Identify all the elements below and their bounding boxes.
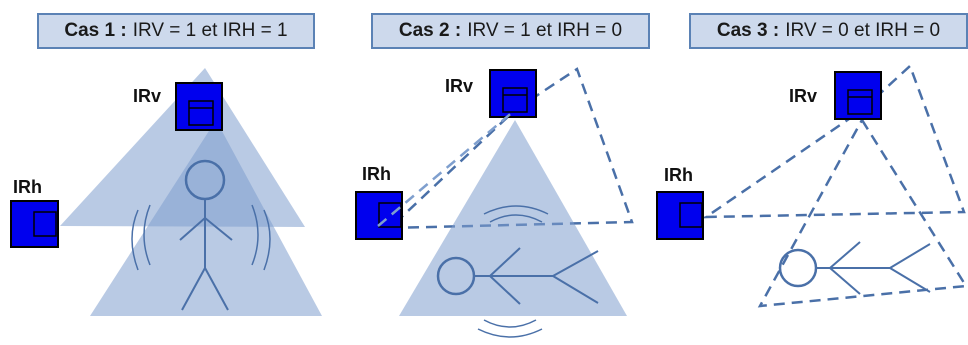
case-1-scene bbox=[10, 68, 322, 316]
case-2-title-bold: Cas 2 : bbox=[398, 20, 462, 41]
case-2-title: Cas 2 : IRV = 1 et IRH = 0 bbox=[371, 13, 650, 49]
case-1-irh-label: IRh bbox=[13, 177, 42, 197]
case-3-title-text: IRV = 0 et IRH = 0 bbox=[785, 20, 941, 41]
case-1-person-icon bbox=[179, 159, 233, 311]
case-3-vertical-beam-outline bbox=[701, 63, 966, 219]
case-3-irh-label: IRh bbox=[664, 165, 693, 185]
case-2-vertical-beam-outline bbox=[386, 67, 634, 230]
case-2-title-text: IRV = 1 et IRH = 0 bbox=[467, 20, 623, 41]
case-1-title-text: IRV = 1 et IRH = 1 bbox=[132, 20, 288, 41]
case-1-irh-sensor bbox=[10, 200, 59, 248]
case-2-irh-sensor bbox=[355, 191, 403, 240]
case-2-motion-waves-icon bbox=[477, 205, 549, 338]
case-2-beam-edge bbox=[377, 109, 516, 227]
case-1-irv-sensor bbox=[175, 82, 223, 131]
case-2-lying-person-icon bbox=[436, 247, 599, 305]
case-3-irh-sensor bbox=[656, 191, 704, 240]
case-3-irv-sensor bbox=[834, 71, 882, 120]
case-3-irv-label: IRv bbox=[789, 86, 818, 106]
case-2-irv-label: IRv bbox=[445, 76, 474, 96]
case-1-irv-label: IRv bbox=[133, 86, 162, 106]
case-3-title: Cas 3 : IRV = 0 et IRH = 0 bbox=[689, 13, 968, 49]
case-2-scene bbox=[355, 67, 634, 338]
case-2-irh-label: IRh bbox=[362, 164, 391, 184]
case-1-title: Cas 1 : IRV = 1 et IRH = 1 bbox=[37, 13, 315, 49]
case-1-title-bold: Cas 1 : bbox=[64, 20, 127, 41]
case-2-horizontal-beam bbox=[399, 120, 627, 316]
case-3-lying-person-icon bbox=[778, 241, 931, 295]
case-2-irv-sensor bbox=[489, 69, 537, 118]
case-3-horizontal-beam-outline bbox=[757, 117, 968, 308]
case-1-vertical-beam bbox=[60, 68, 305, 227]
case-3-scene bbox=[656, 63, 968, 308]
case-1-motion-waves-icon bbox=[131, 204, 271, 271]
case-3-title-bold: Cas 3 : bbox=[716, 20, 780, 41]
